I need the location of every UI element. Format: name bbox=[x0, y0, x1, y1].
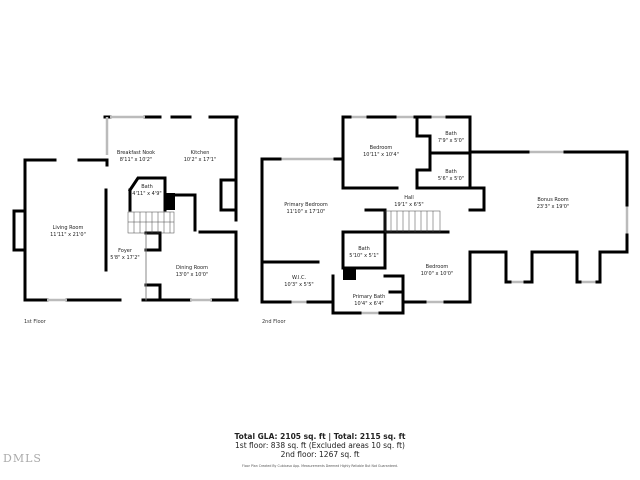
room-name: Kitchen bbox=[190, 150, 210, 156]
room-dims: 19'1" x 6'5" bbox=[394, 202, 424, 208]
room-dims: 23'3" x 19'0" bbox=[536, 204, 570, 210]
room-dims: 5'6" x 5'0" bbox=[437, 176, 465, 182]
second-floor-area: 2nd floor: 1267 sq. ft bbox=[280, 450, 360, 459]
room-dims: 10'11" x 10'4" bbox=[363, 152, 399, 158]
room-name: Living Room bbox=[52, 225, 84, 231]
second-floor-label: 2nd Floor bbox=[262, 319, 286, 325]
room-dims: 13'0" x 10'0" bbox=[175, 272, 209, 278]
room-wic: W.I.C.10'3" x 5'5" bbox=[284, 275, 313, 289]
watermark-logo: DMLS bbox=[3, 452, 42, 465]
room-dims: 5'10" x 5'1" bbox=[349, 253, 379, 259]
room-dims: 4'11" x 4'9" bbox=[132, 191, 162, 197]
room-name: Hall bbox=[404, 195, 414, 201]
total-gla: Total GLA: 2105 sq. ft | Total: 2115 sq.… bbox=[234, 432, 406, 441]
room-dims: 8'11" x 10'2" bbox=[119, 157, 153, 163]
room-name: Bonus Room bbox=[537, 197, 569, 203]
room-dims: 10'3" x 5'5" bbox=[284, 282, 314, 288]
room-name: Primary Bath bbox=[352, 294, 386, 300]
room-name: W.I.C. bbox=[291, 275, 307, 281]
second-floor-walls bbox=[260, 115, 629, 315]
chimney-block bbox=[165, 193, 175, 210]
room-name: Bath bbox=[445, 131, 457, 137]
first-floor-label: 1st Floor bbox=[24, 319, 46, 325]
room-name: Primary Bedroom bbox=[284, 202, 328, 208]
room-dims: 10'2" x 17'1" bbox=[183, 157, 217, 163]
shaft-block bbox=[343, 268, 356, 280]
windows bbox=[47, 115, 629, 315]
first-floor-walls bbox=[23, 115, 239, 302]
room-name: Bath bbox=[445, 169, 457, 175]
room-name: Dining Room bbox=[176, 265, 208, 271]
second-floor-stairs bbox=[384, 210, 441, 233]
room-dims: 5'8" x 17'2" bbox=[110, 255, 140, 261]
room-name: Bath bbox=[358, 246, 370, 252]
credit-note: Floor Plan Created By Cubicasa App. Meas… bbox=[242, 464, 398, 468]
room-name: Bedroom bbox=[425, 264, 449, 270]
room-name: Breakfast Nook bbox=[116, 150, 156, 156]
first-floor-area: 1st floor: 838 sq. ft (Excluded areas 10… bbox=[235, 441, 405, 450]
first-floor-stairs bbox=[127, 211, 175, 234]
room-dims: 10'0" x 10'0" bbox=[420, 271, 454, 277]
room-name: Bedroom bbox=[369, 145, 393, 151]
fireplace bbox=[12, 209, 27, 252]
room-name: Bath bbox=[141, 184, 153, 190]
room-dims: 11'10" x 17'10" bbox=[286, 209, 326, 215]
room-dims: 10'4" x 6'4" bbox=[354, 301, 384, 307]
area-summary: Total GLA: 2105 sq. ft | Total: 2115 sq.… bbox=[235, 432, 406, 471]
room-name: Foyer bbox=[118, 248, 132, 254]
room-dims: 11'11" x 21'0" bbox=[50, 232, 86, 238]
room-dims: 7'9" x 5'0" bbox=[437, 138, 465, 144]
